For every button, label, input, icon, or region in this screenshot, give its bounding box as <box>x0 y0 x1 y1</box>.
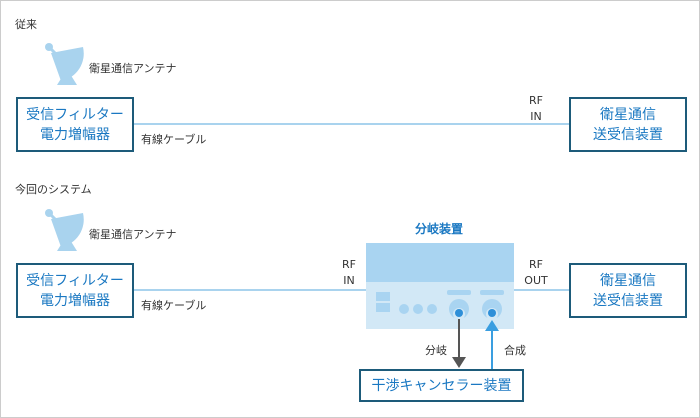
interference-canceller-box: 干渉キャンセラー装置 <box>359 369 524 402</box>
antenna-label: 衛星通信アンテナ <box>89 228 177 241</box>
section-title-legacy: 従来 <box>15 18 37 31</box>
cable-line <box>133 123 569 125</box>
satellite-antenna-icon <box>45 209 84 251</box>
branch-label: 分岐 <box>425 344 447 357</box>
combine-label: 合成 <box>504 344 526 357</box>
filter-amplifier-box: 受信フィルター電力増幅器 <box>16 97 134 152</box>
cable-line <box>133 289 569 291</box>
splitter-title: 分岐装置 <box>415 222 464 236</box>
splitter-device <box>366 243 514 329</box>
satellite-antenna-icon <box>45 43 84 85</box>
satellite-transceiver-box: 衛星通信送受信装置 <box>569 97 687 152</box>
section-title-current: 今回のシステム <box>15 183 92 196</box>
branch-combine-arrows <box>452 319 499 369</box>
filter-amplifier-box: 受信フィルター電力増幅器 <box>16 263 134 318</box>
cable-label: 有線ケーブル <box>141 133 207 146</box>
satellite-transceiver-box: 衛星通信送受信装置 <box>569 263 687 318</box>
antenna-label: 衛星通信アンテナ <box>89 62 177 75</box>
cable-label: 有線ケーブル <box>141 299 207 312</box>
